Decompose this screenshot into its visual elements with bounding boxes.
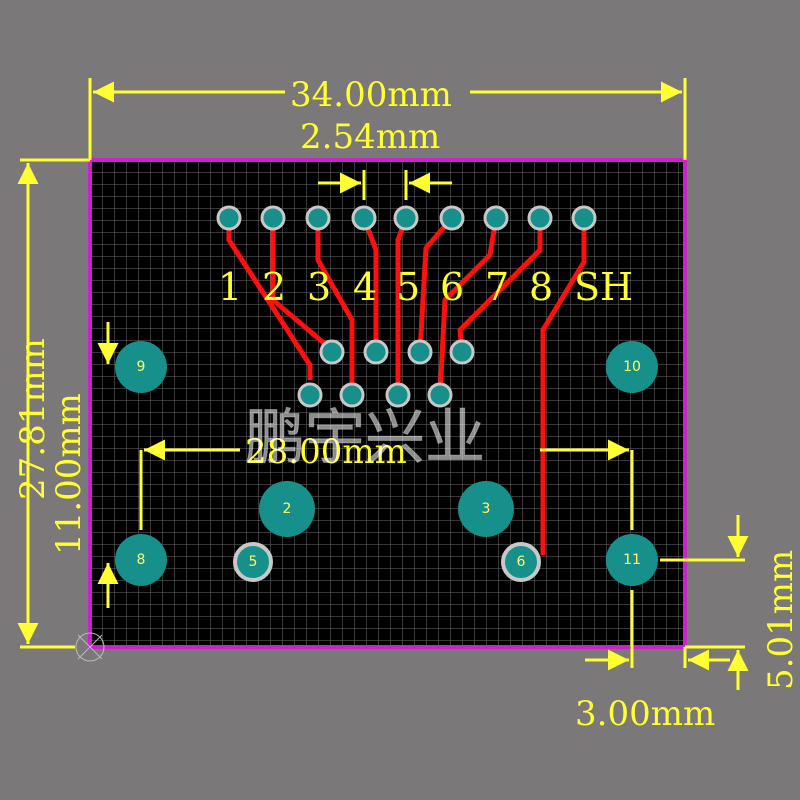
pin-label: 1 [218,265,242,309]
svg-text:5: 5 [249,554,258,570]
dimension-lines [17,78,749,690]
pin-labels: 1 2 3 4 5 6 7 8 SH [218,265,633,309]
svg-text:10: 10 [623,359,641,375]
pin-pitch-label: 2.54mm [300,117,440,157]
mount-hole-10: 10 [606,341,658,393]
pin-label: 5 [396,265,420,309]
board-outline [88,158,687,649]
pin-label: 7 [485,265,509,309]
watermark: 鹏宇兴业 [245,403,485,473]
origin-marker-icon [75,632,105,662]
trace-pin-3 [315,218,355,395]
pin-label: 6 [440,265,464,309]
pin-pads [216,205,597,408]
svg-text:6: 6 [517,554,526,570]
trace-pin-2 [270,218,334,352]
pin-label: 2 [262,265,286,309]
mount-offset-label: 11.00mm [49,393,89,555]
mount-hole-8: 8 [115,534,167,586]
svg-text:8: 8 [137,552,146,568]
svg-text:9: 9 [137,359,146,375]
pin-label: 4 [353,265,377,309]
edge-offset-right-label: 5.01mm [761,550,800,690]
svg-text:3: 3 [482,501,491,517]
trace-pin-6 [417,216,454,353]
trace-pin-sh [540,218,587,555]
board-height-label: 27.81mm [13,338,53,500]
led-hole-5: 5 [233,542,273,582]
mount-hole-9: 9 [115,341,167,393]
led-pad-3: 3 [458,481,514,537]
led-hole-6: 6 [501,542,541,582]
led-pad-2: 2 [259,481,315,537]
pin-label: 3 [307,265,331,309]
svg-text:2: 2 [283,501,292,517]
pin-label: 8 [529,265,553,309]
trace-pin-7 [437,217,499,396]
svg-text:11: 11 [623,552,641,568]
pin-label: SH [574,265,633,309]
mount-spacing-label: 28.00mm [245,432,407,472]
edge-offset-bottom-label: 3.00mm [575,694,715,734]
board-width-label: 34.00mm [290,75,452,115]
mount-hole-11: 11 [606,534,658,586]
